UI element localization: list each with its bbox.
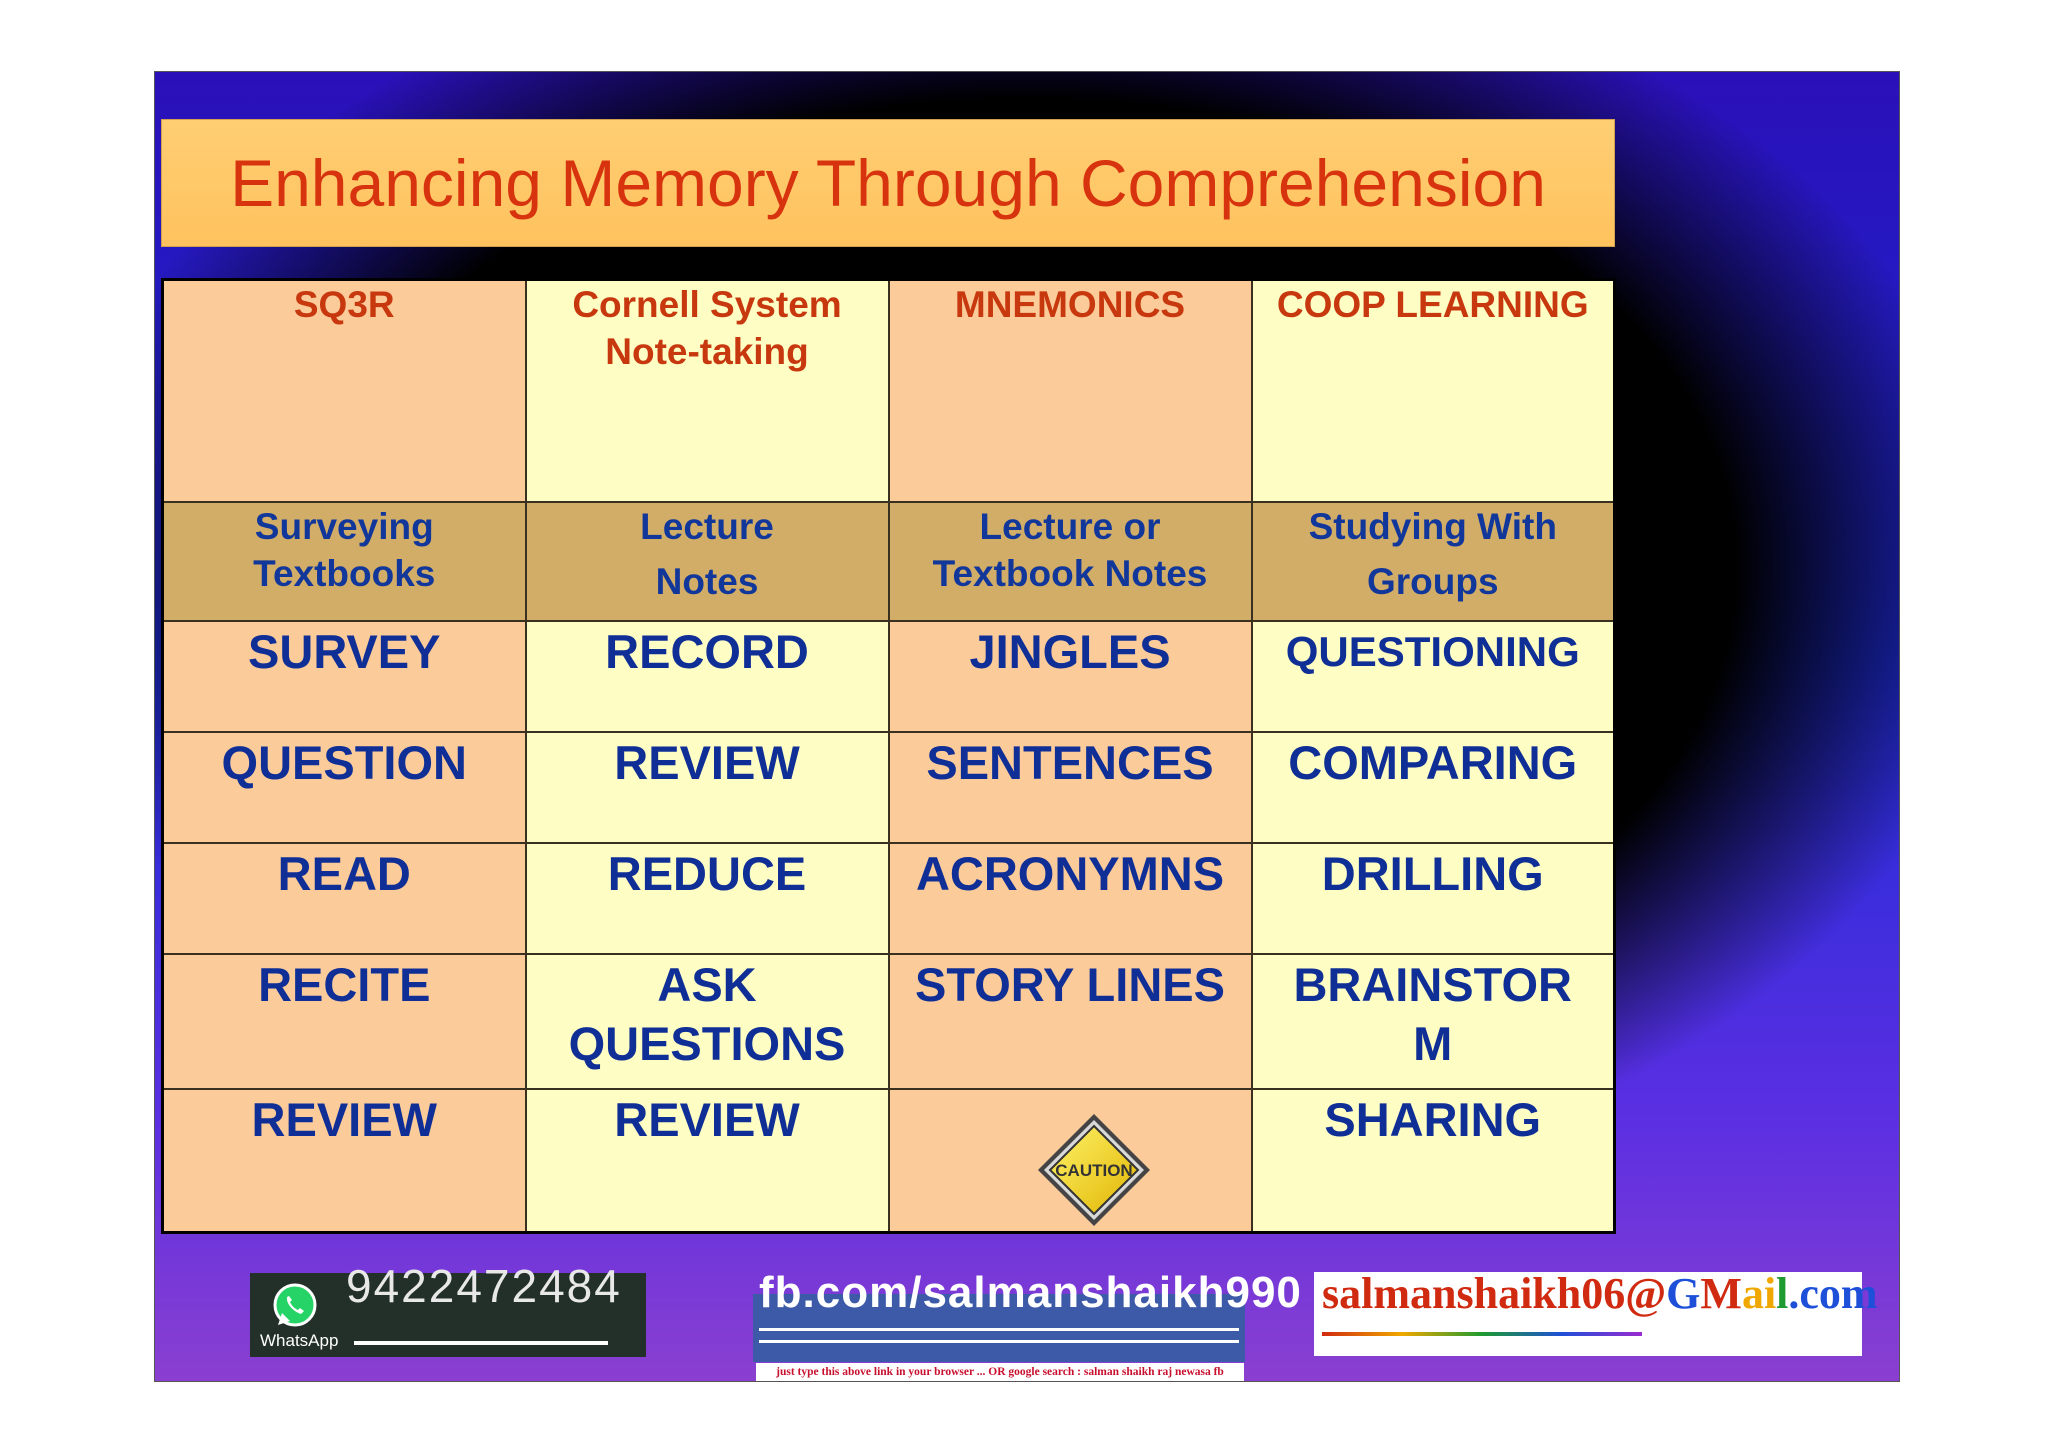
table-cell: SHARING — [1250, 1087, 1616, 1234]
col-header-cornell: Cornell System Note-taking — [524, 278, 890, 503]
table-cell: REDUCE — [524, 841, 890, 955]
subheader-cell: Lecture or Textbook Notes — [887, 500, 1253, 622]
whatsapp-label: WhatsApp — [260, 1331, 339, 1350]
email-banner: salmanshaikh06@GMail.com — [1314, 1269, 1878, 1356]
header-row: SQ3R Cornell System Note-taking MNEMONIC… — [161, 278, 1616, 503]
table-row: REVIEW REVIEW CAUTION SHARING — [161, 1087, 1616, 1234]
email-address[interactable]: salmanshaikh06@GMail.com — [1322, 1269, 1878, 1318]
whatsapp-number: 9422472484 — [346, 1260, 622, 1312]
subheader-cell: Studying With Groups — [1250, 500, 1616, 622]
subheader-row: Surveying Textbooks Lecture Notes Lectur… — [161, 500, 1616, 622]
col-header-mnemonics: MNEMONICS — [887, 278, 1253, 503]
table-cell: BRAINSTOR M — [1250, 952, 1616, 1090]
facebook-banner: fb.com/salmanshaikh990 — [753, 1268, 1301, 1362]
table-cell: QUESTION — [161, 730, 527, 844]
caution-sign-icon: CAUTION — [1038, 1113, 1150, 1226]
col-header-coop: COOP LEARNING — [1250, 278, 1616, 503]
table-cell: DRILLING — [1250, 841, 1616, 955]
table-row: SURVEY RECORD JINGLES QUESTIONING — [161, 619, 1616, 733]
table-cell: QUESTIONING — [1250, 619, 1616, 733]
subheader-cell: Lecture Notes — [524, 500, 890, 622]
table-cell: ACRONYMNS — [887, 841, 1253, 955]
page-title: Enhancing Memory Through Comprehension — [230, 146, 1546, 220]
table-cell: RECORD — [524, 619, 890, 733]
comprehension-table: SQ3R Cornell System Note-taking MNEMONIC… — [161, 278, 1616, 1234]
caution-container: CAUTION — [896, 1090, 1245, 1232]
facebook-link[interactable]: fb.com/salmanshaikh990 — [759, 1268, 1302, 1317]
table-row: QUESTION REVIEW SENTENCES COMPARING — [161, 730, 1616, 844]
divider — [759, 1328, 1239, 1331]
whatsapp-icon — [273, 1283, 317, 1327]
table-cell: ASK QUESTIONS — [524, 952, 890, 1090]
table-cell: REVIEW — [524, 1087, 890, 1234]
table-cell: SENTENCES — [887, 730, 1253, 844]
subheader-cell: Surveying Textbooks — [161, 500, 527, 622]
table-cell: READ — [161, 841, 527, 955]
table-cell: JINGLES — [887, 619, 1253, 733]
title-banner: Enhancing Memory Through Comprehension — [161, 119, 1615, 247]
table-cell: COMPARING — [1250, 730, 1616, 844]
table-cell: SURVEY — [161, 619, 527, 733]
divider — [759, 1340, 1239, 1343]
whatsapp-banner: 9422472484 WhatsApp — [250, 1260, 646, 1357]
facebook-caption: just type this above link in your browse… — [756, 1363, 1244, 1381]
table-cell: REVIEW — [161, 1087, 527, 1234]
col-header-sq3r: SQ3R — [161, 278, 527, 503]
divider — [1322, 1332, 1642, 1336]
table-cell: REVIEW — [524, 730, 890, 844]
table-row: READ REDUCE ACRONYMNS DRILLING — [161, 841, 1616, 955]
divider — [354, 1341, 608, 1345]
caution-label: CAUTION — [1055, 1161, 1132, 1180]
table-cell: CAUTION — [887, 1087, 1253, 1234]
table-row: RECITE ASK QUESTIONS STORY LINES BRAINST… — [161, 952, 1616, 1090]
table-cell: RECITE — [161, 952, 527, 1090]
table-cell: STORY LINES — [887, 952, 1253, 1090]
